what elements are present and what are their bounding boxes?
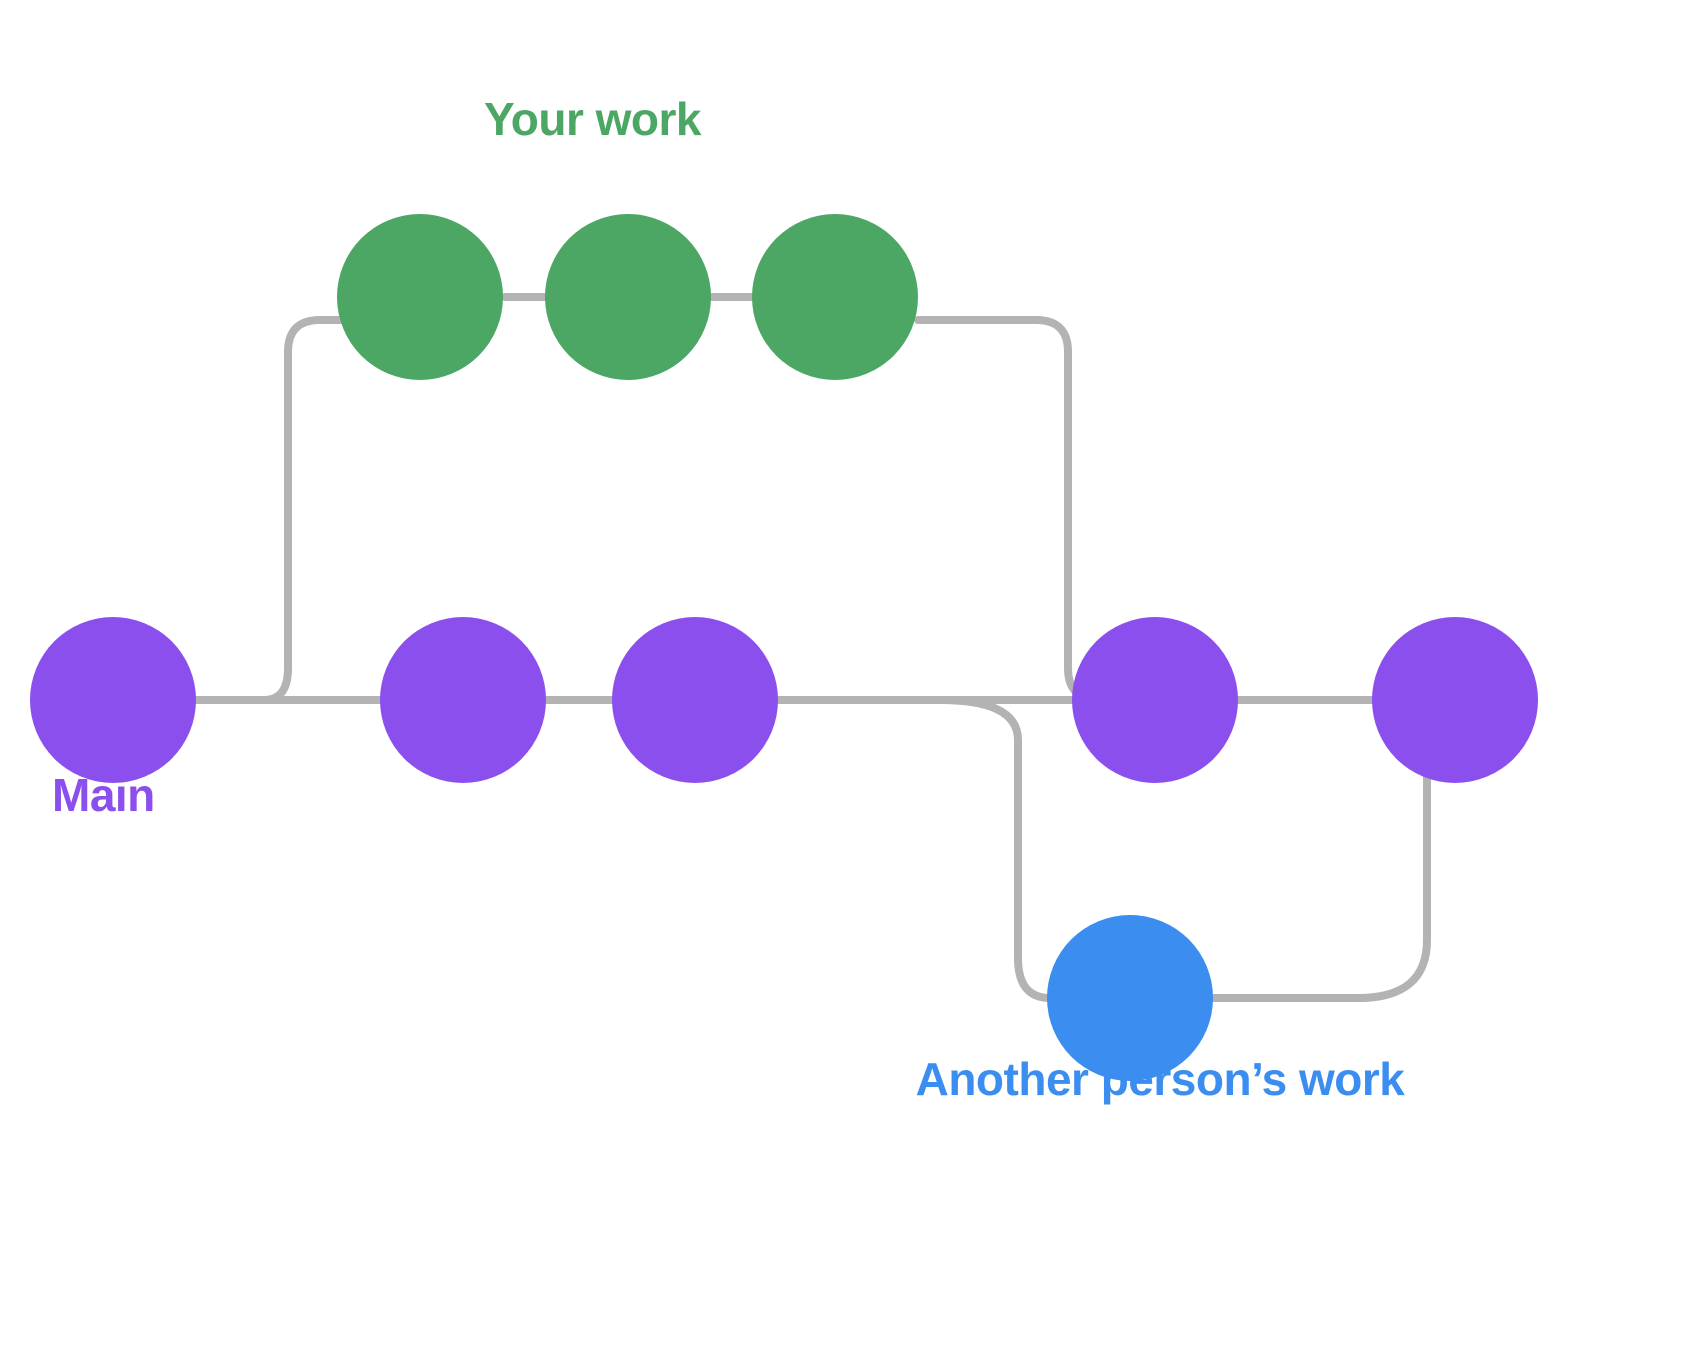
branch-label-your-work: Your work [484, 93, 702, 145]
commit-node-main-commit-5[interactable] [1372, 617, 1538, 783]
connector-branch-out-another-person [936, 696, 1052, 1002]
commit-node-your-work-commit-1[interactable] [337, 214, 503, 380]
commit-node-layer [30, 214, 1538, 1081]
commit-node-main-commit-2[interactable] [380, 617, 546, 783]
commit-node-your-work-commit-3[interactable] [752, 214, 918, 380]
commit-node-main-commit-1[interactable] [30, 617, 196, 783]
commit-node-your-work-commit-2[interactable] [545, 214, 711, 380]
commit-node-main-commit-4[interactable] [1072, 617, 1238, 783]
commit-node-another-person-commit-1[interactable] [1047, 915, 1213, 1081]
branch-label-another-person-work: Another person’s work [915, 1053, 1405, 1105]
branch-label-main: Main [52, 769, 155, 821]
connector-branch-out-your-work [260, 316, 349, 704]
connector-layer [192, 293, 1431, 1002]
commit-node-main-commit-3[interactable] [612, 617, 778, 783]
